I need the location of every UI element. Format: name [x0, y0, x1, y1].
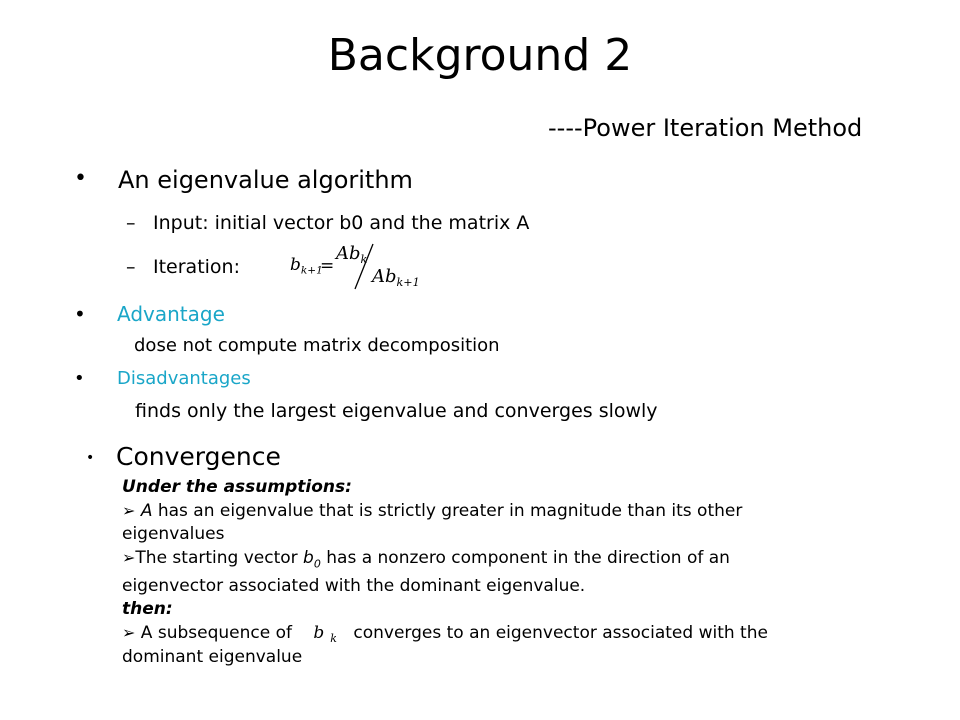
- bullet-disadvantages: Disadvantages: [117, 368, 251, 389]
- dash-marker: –: [126, 256, 136, 278]
- assumptions-heading: Under the assumptions:: [122, 477, 352, 497]
- var-b0: b0: [303, 548, 321, 571]
- arrow-bullet-icon: ➢: [122, 501, 136, 520]
- bullet-algorithm: An eigenvalue algorithm: [118, 166, 413, 194]
- assumption-b-line: ➢The starting vector b0 has a nonzero co…: [122, 548, 730, 571]
- assumption-a-cont: eigenvalues: [122, 524, 225, 544]
- slide-subtitle: ----Power Iteration Method: [548, 114, 863, 142]
- advantage-text: dose not compute matrix decomposition: [134, 335, 500, 356]
- bullet-advantage: Advantage: [117, 302, 225, 326]
- bullet-convergence: Convergence: [116, 442, 281, 471]
- formula-fraction-slash: [354, 243, 374, 290]
- arrow-bullet-icon: ➢: [122, 623, 136, 643]
- disadvantages-text: finds only the largest eigenvalue and co…: [135, 400, 658, 422]
- assumption-b-cont: eigenvector associated with the dominant…: [122, 576, 586, 597]
- arrow-bullet-icon: ➢: [122, 548, 136, 567]
- then-heading: then:: [122, 599, 173, 620]
- bullet-dot: •: [74, 302, 86, 326]
- bullet-dot: •: [74, 368, 85, 389]
- sub-bullet-input: Input: initial vector b0 and the matrix …: [153, 212, 530, 234]
- slide-title: Background 2: [327, 30, 633, 81]
- convergence-block: Under the assumptions: ➢ A has an eigenv…: [122, 476, 768, 669]
- dash-marker: –: [126, 212, 136, 234]
- sub-bullet-iteration: Iteration:: [153, 256, 240, 278]
- formula-numerator: Abk: [336, 243, 368, 266]
- bullet-dot: •: [74, 166, 87, 191]
- formula-equals: =: [320, 256, 335, 276]
- var-a: A: [140, 501, 153, 521]
- conclusion-cont: dominant eigenvalue: [122, 647, 303, 668]
- assumption-a-line: ➢ A has an eigenvalue that is strictly g…: [122, 501, 743, 521]
- formula-denominator: Abk+1: [372, 266, 420, 289]
- bullet-dot: •: [86, 450, 95, 466]
- formula-lhs: bk+1: [290, 255, 323, 277]
